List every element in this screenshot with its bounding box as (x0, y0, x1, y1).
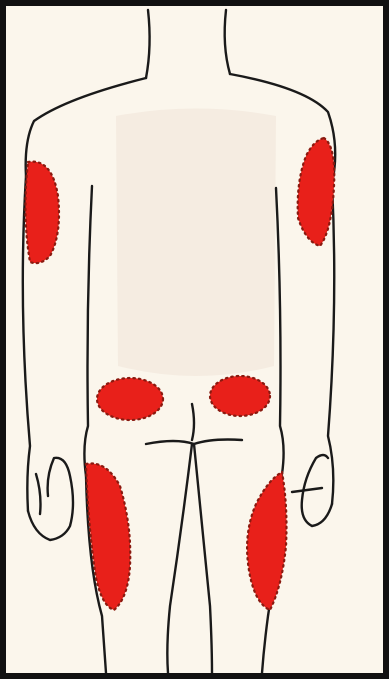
right-arm-inner-line (276, 188, 284, 474)
gluteal-cleft-line (192, 404, 194, 440)
human-back-figure-icon (6, 6, 383, 673)
left-arm-inner-line (84, 186, 92, 476)
right-thigh-zone (247, 472, 286, 610)
right-arm-outer-line (328, 184, 334, 504)
neck-right-line (225, 10, 230, 74)
left-leg-inner-line (167, 444, 192, 673)
left-hand-outline (28, 458, 73, 540)
right-buttock-zone (210, 376, 270, 416)
neck-left-line (146, 10, 150, 78)
torso-shading (116, 109, 276, 377)
right-upper-arm-zone (298, 138, 335, 246)
left-finger-line (36, 474, 41, 514)
left-buttock-zone (97, 378, 163, 420)
right-leg-inner-line (194, 444, 212, 673)
left-thigh-zone (86, 463, 130, 610)
right-finger-line (292, 488, 322, 492)
left-upper-arm-zone (25, 162, 59, 264)
